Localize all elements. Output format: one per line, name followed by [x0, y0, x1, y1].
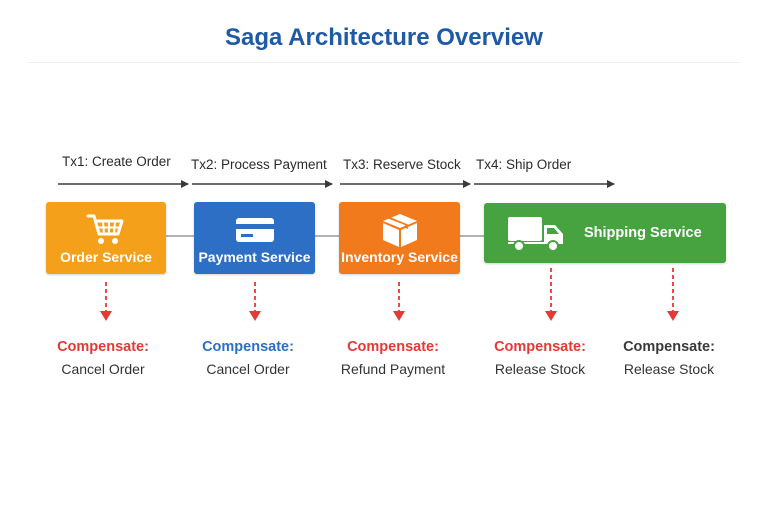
compensation-action: Refund Payment	[340, 361, 446, 377]
title-divider	[28, 62, 740, 63]
tx3-label: Tx3: Reserve Stock	[343, 157, 461, 172]
compensation-arrow	[393, 282, 405, 321]
shipping-service-box: Shipping Service	[484, 203, 726, 263]
credit-card-icon	[235, 218, 274, 242]
compensation-shipping-secondary: Compensate: Release Stock	[604, 338, 734, 379]
payment-service-label: Payment Service	[198, 249, 311, 265]
payment-service-box: Payment Service	[194, 202, 315, 274]
compensation-inventory: Compensate: Refund Payment	[328, 338, 458, 379]
shipping-service-label: Shipping Service	[584, 225, 702, 241]
compensation-heading: Compensate:	[202, 339, 294, 355]
inventory-service-label: Inventory Service	[341, 249, 458, 265]
tx4-label: Tx4: Ship Order	[476, 157, 572, 172]
compensation-action: Release Stock	[494, 361, 586, 377]
diagram-title: Saga Architecture Overview	[225, 24, 543, 51]
delivery-truck-icon	[508, 217, 563, 252]
compensation-heading: Compensate:	[623, 339, 715, 355]
compensation-action: Release Stock	[623, 361, 715, 377]
compensation-action: Cancel Order	[61, 361, 145, 377]
compensation-heading: Compensate:	[57, 339, 149, 355]
order-service-label: Order Service	[60, 249, 152, 265]
compensation-action: Cancel Order	[206, 361, 290, 377]
compensation-order: Compensate: Cancel Order	[38, 338, 168, 379]
compensation-shipping: Compensate: Release Stock	[475, 338, 605, 379]
compensation-arrow	[249, 282, 261, 321]
compensation-heading: Compensate:	[494, 339, 586, 355]
package-box-icon	[382, 214, 417, 247]
tx2-label: Tx2: Process Payment	[191, 157, 327, 172]
compensation-heading: Compensate:	[347, 339, 439, 355]
compensation-arrow	[100, 282, 112, 321]
inventory-service-box: Inventory Service	[339, 202, 460, 274]
order-service-box: Order Service	[46, 202, 166, 274]
compensation-payment: Compensate: Cancel Order	[183, 338, 313, 379]
compensation-arrow	[667, 268, 679, 321]
compensation-arrow	[545, 268, 557, 321]
shopping-cart-icon	[86, 214, 124, 244]
tx1-label: Tx1: Create Order	[62, 154, 171, 169]
